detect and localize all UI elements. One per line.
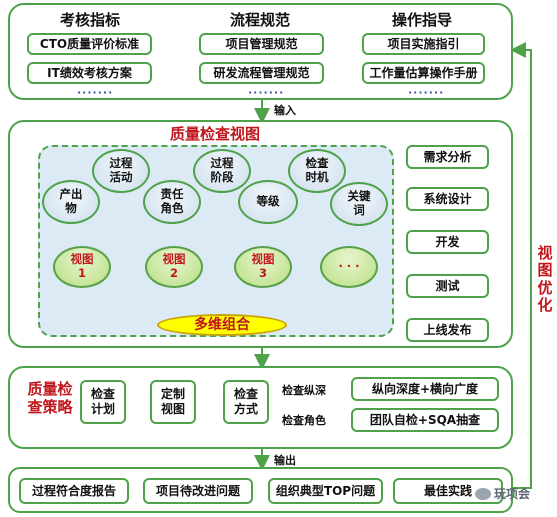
- stage-go-live: 上线发布: [406, 318, 489, 342]
- stage-requirement-analysis: 需求分析: [406, 145, 489, 169]
- heading-kpi: 考核指标: [59, 11, 120, 29]
- dim-check-timing: 检查时机: [288, 149, 346, 193]
- project-mgmt-norm-box: 项目管理规范: [199, 33, 324, 55]
- view-more: · · ·: [320, 246, 378, 288]
- dim-keyword: 关键词: [330, 182, 388, 226]
- ellipsis-guide: ·······: [408, 86, 445, 99]
- heading-process-norms: 流程规范: [229, 11, 290, 29]
- check-method-box: 检查方式: [223, 380, 269, 424]
- dim-process-stage: 过程阶段: [193, 149, 251, 193]
- stage-testing: 测试: [406, 274, 489, 298]
- stage-development: 开发: [406, 230, 489, 254]
- view-2: 视图 2: [145, 246, 203, 288]
- feedback-arrow: [510, 42, 532, 489]
- chat-icon: [475, 487, 491, 500]
- view-1: 视图 1: [53, 246, 111, 288]
- self-check-sqa-box: 团队自检+SQA抽查: [351, 408, 499, 432]
- check-role-label: 检查角色: [282, 414, 326, 427]
- quality-view-title: 质量检查视图: [169, 125, 260, 143]
- dim-level: 等级: [238, 180, 298, 224]
- project-implementation-guide-box: 项目实施指引: [362, 33, 485, 55]
- input-label: 输入: [274, 104, 296, 117]
- ellipsis-norms: ·······: [248, 86, 285, 99]
- quality-strategy-title: 质量检查策略: [27, 380, 73, 416]
- depth-breadth-box: 纵向深度+横向广度: [351, 377, 499, 401]
- project-improvement-issues: 项目待改进问题: [143, 478, 253, 504]
- watermark-text: 玩项会: [494, 487, 531, 501]
- it-performance-plan-box: IT绩效考核方案: [27, 62, 152, 84]
- output-label: 输出: [274, 454, 296, 467]
- view-3: 视图 3: [234, 246, 292, 288]
- custom-view-box: 定制视图: [150, 380, 196, 424]
- stage-system-design: 系统设计: [406, 187, 489, 211]
- view-optimization-label: 视图优化: [537, 244, 553, 314]
- watermark: 玩项会: [475, 485, 530, 502]
- heading-operation-guide: 操作指导: [391, 11, 452, 29]
- cto-quality-standard-box: CTO质量评价标准: [27, 33, 152, 55]
- check-depth-label: 检查纵深: [282, 384, 326, 397]
- effort-estimation-manual-box: 工作量估算操作手册: [362, 62, 485, 84]
- dim-process-activity: 过程活动: [92, 149, 150, 193]
- dev-process-norm-box: 研发流程管理规范: [199, 62, 324, 84]
- org-top-issues: 组织典型TOP问题: [268, 478, 383, 504]
- multi-dimension-combo: 多维组合: [157, 314, 287, 336]
- process-compliance-report: 过程符合度报告: [19, 478, 129, 504]
- check-plan-box: 检查计划: [80, 380, 126, 424]
- dim-artifact: 产出物: [42, 180, 100, 224]
- dim-responsible-role: 责任角色: [143, 180, 201, 224]
- ellipsis-kpi: ·······: [77, 86, 114, 99]
